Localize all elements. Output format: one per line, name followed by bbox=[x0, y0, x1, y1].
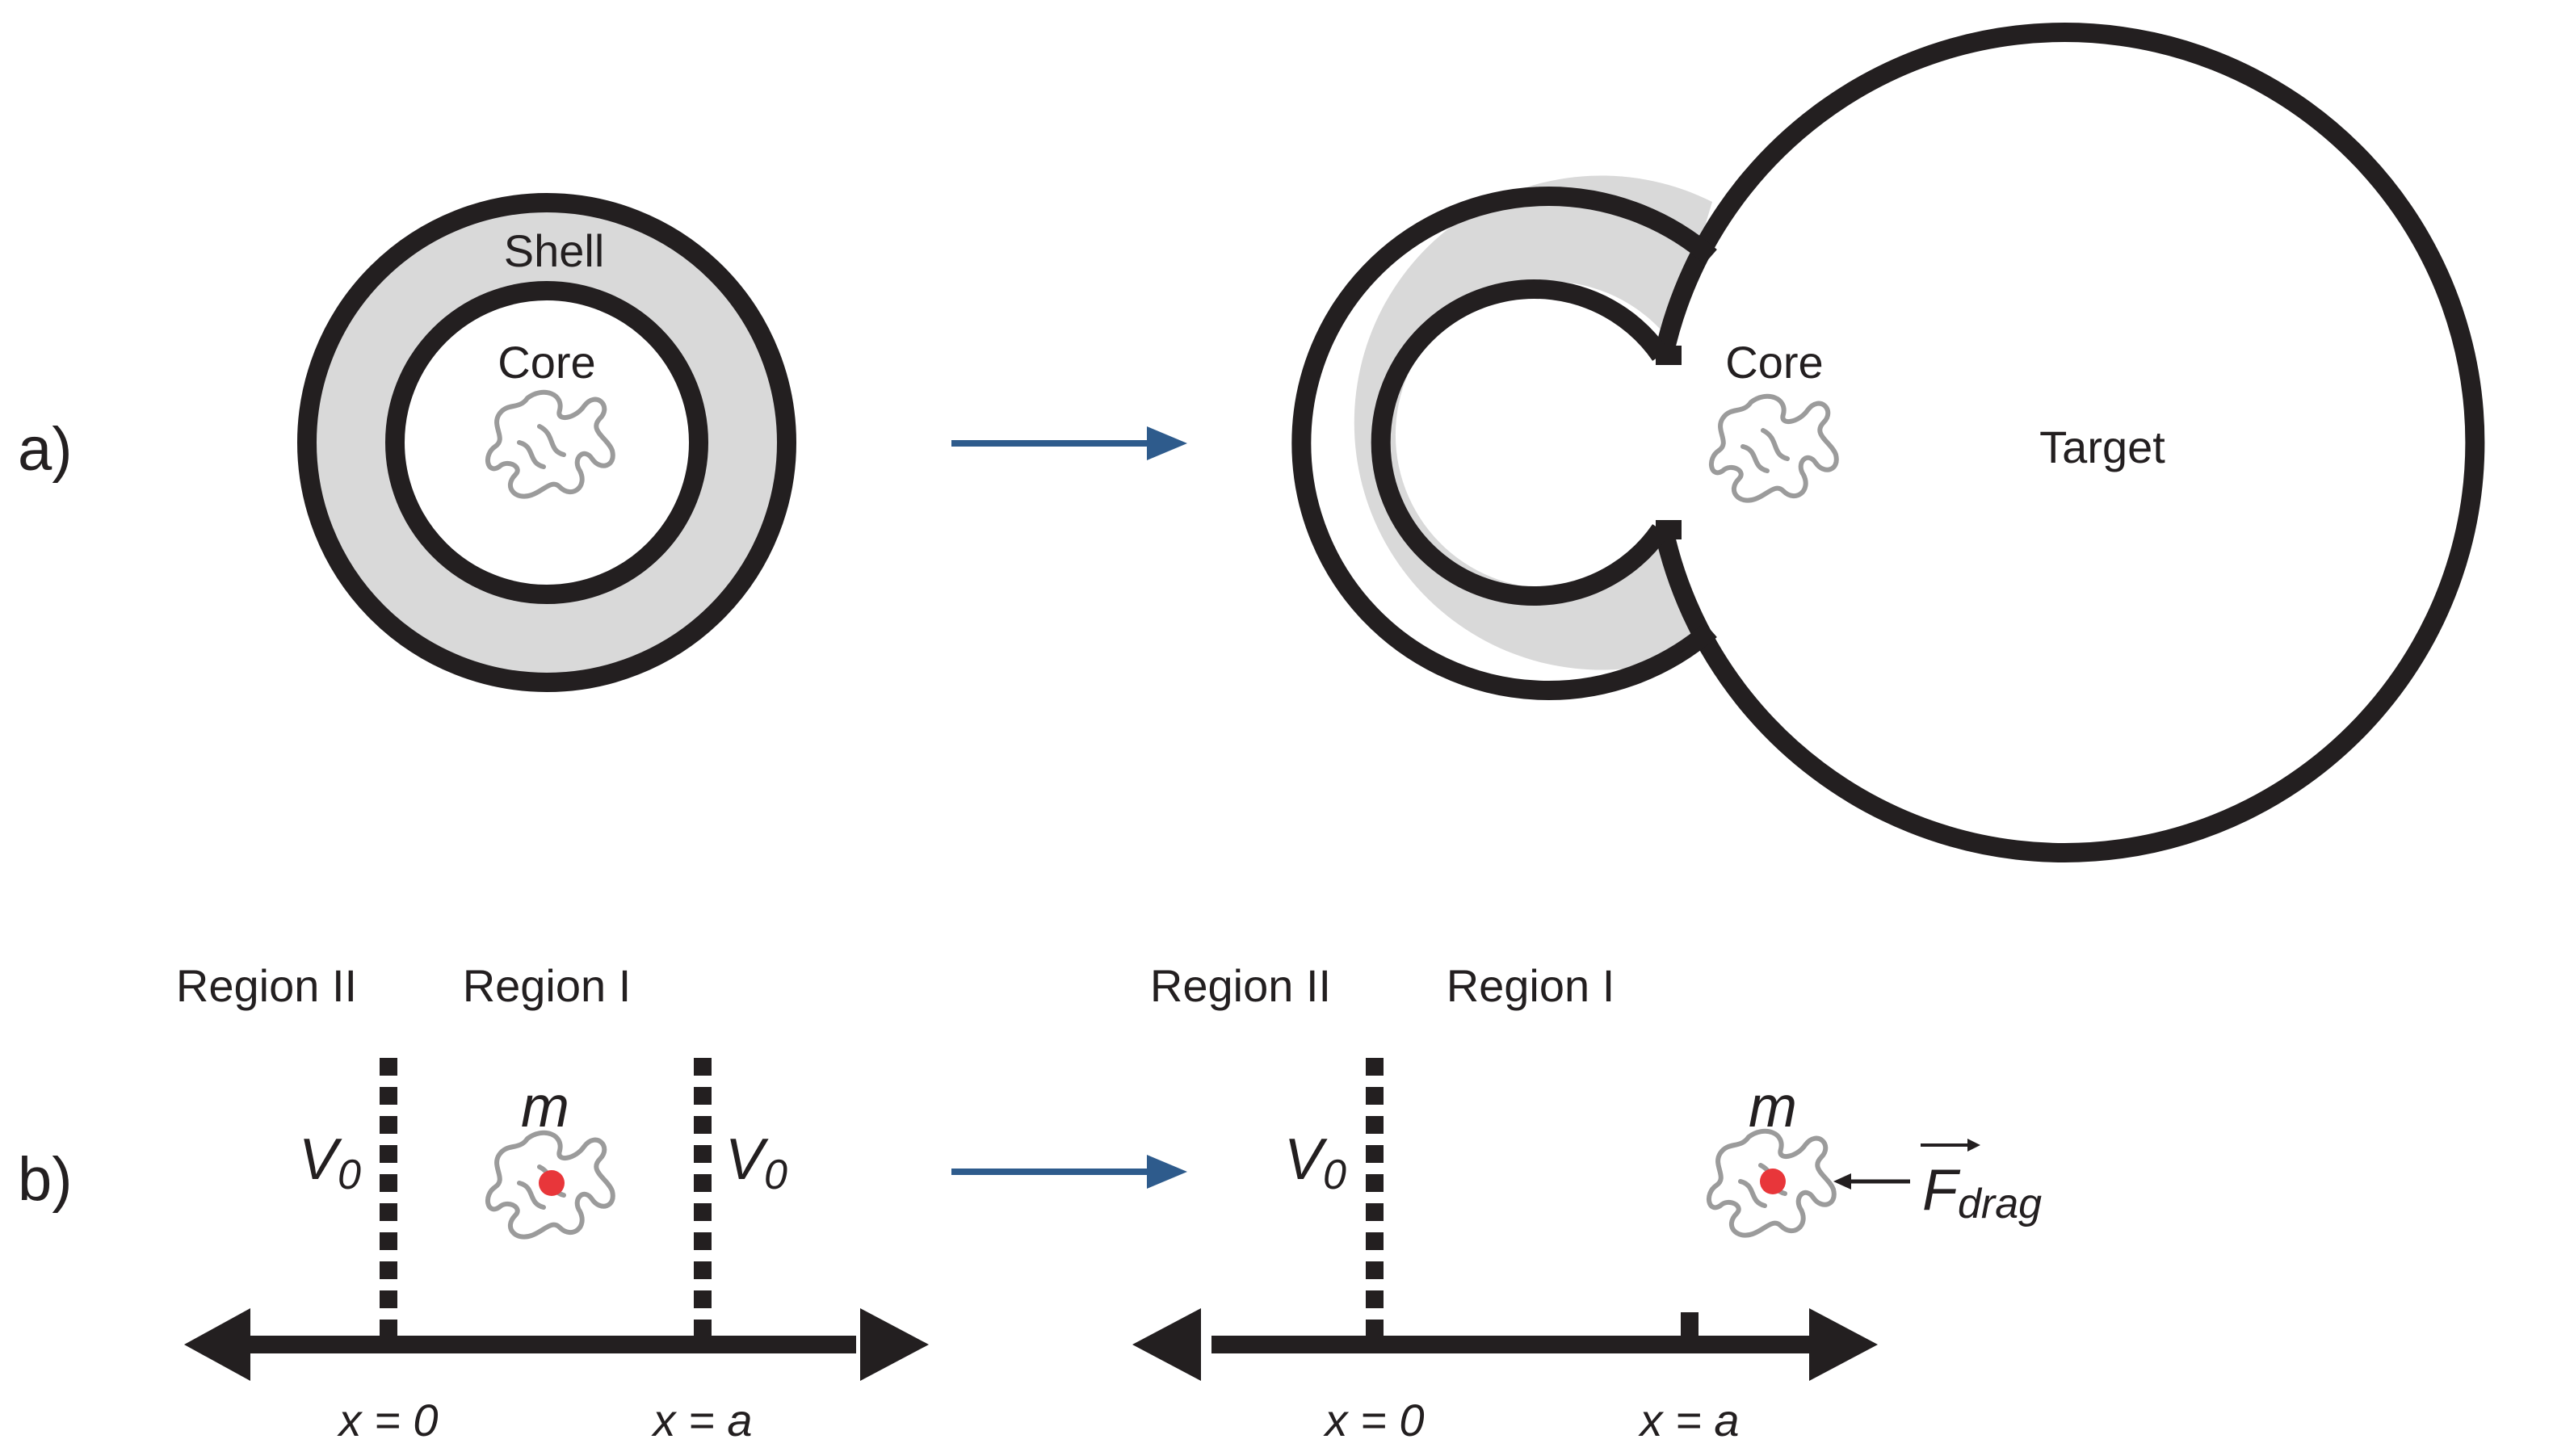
particle-right bbox=[1760, 1169, 1786, 1194]
region2-label-left: Region II bbox=[176, 960, 357, 1011]
drag-force-label: Fdrag bbox=[1922, 1158, 2042, 1227]
x0-label-right: x = 0 bbox=[1323, 1395, 1425, 1446]
core-label-left: Core bbox=[498, 337, 595, 388]
region1-label-left: Region I bbox=[463, 960, 632, 1011]
xa-label-left: x = a bbox=[651, 1395, 753, 1446]
v0-right-barrier: V0 bbox=[1284, 1127, 1346, 1198]
transition-arrow-a bbox=[951, 426, 1187, 460]
shell-label: Shell bbox=[504, 225, 605, 276]
potential-left: Region II Region I V0 V0 m x = 0 x = a bbox=[176, 960, 929, 1446]
mass-label-right: m bbox=[1749, 1075, 1797, 1139]
core-shell-intact bbox=[297, 193, 796, 692]
core-circle bbox=[385, 281, 708, 604]
core-label-right: Core bbox=[1725, 337, 1823, 388]
shell-outer-arc bbox=[1291, 187, 1717, 700]
mass-label-left: m bbox=[521, 1075, 569, 1139]
polymer-particle-left bbox=[488, 1133, 613, 1237]
target-label: Target bbox=[2039, 422, 2165, 472]
v0-left-barrier-2: V0 bbox=[725, 1127, 787, 1198]
target-circle bbox=[1654, 23, 2485, 862]
xa-label-right: x = a bbox=[1638, 1395, 1740, 1446]
drag-force-arrow bbox=[1833, 1173, 1910, 1190]
panel-a-label: a) bbox=[18, 415, 73, 484]
x-axis-right bbox=[1132, 1308, 1878, 1381]
particle-left bbox=[539, 1170, 565, 1196]
shell-open-fill bbox=[1354, 175, 1712, 670]
shell-inner-arc bbox=[1371, 279, 1669, 606]
transition-arrow-b bbox=[951, 1155, 1187, 1189]
v0-left-barrier-1: V0 bbox=[299, 1127, 361, 1198]
polymer-particle-right bbox=[1709, 1131, 1834, 1236]
panel-b-label: b) bbox=[18, 1145, 73, 1214]
x0-label-left: x = 0 bbox=[337, 1395, 439, 1446]
region2-label-right: Region II bbox=[1150, 960, 1331, 1011]
region1-label-right: Region I bbox=[1447, 960, 1615, 1011]
vector-arrow-icon bbox=[1921, 1139, 1980, 1152]
potential-right: Region II Region I V0 m Fdrag x bbox=[1132, 960, 2042, 1446]
x-axis-left bbox=[184, 1308, 929, 1381]
core-shell-open bbox=[1291, 23, 2485, 862]
